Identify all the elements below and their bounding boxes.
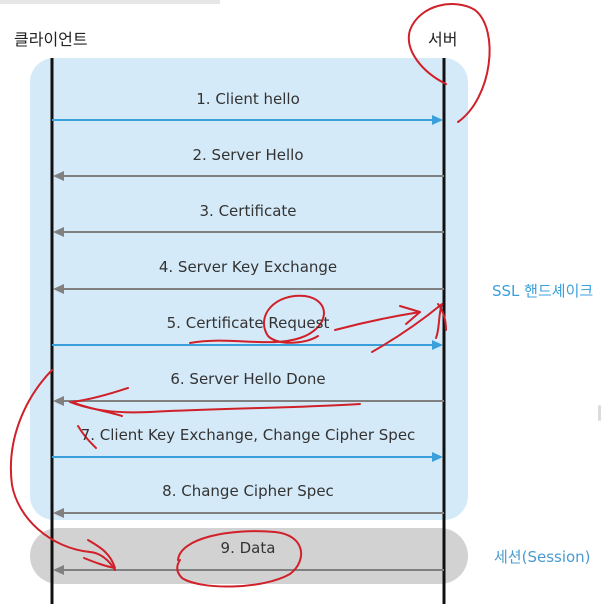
annotation-request-arrow	[334, 311, 421, 331]
message-arrowhead-4	[53, 284, 64, 294]
message-label-4: 4. Server Key Exchange	[158, 258, 338, 276]
session-zone-label: 세션(Session)	[494, 548, 591, 566]
message-arrowhead-8	[53, 508, 64, 518]
message-label-7: 7. Client Key Exchange, Change Cipher Sp…	[80, 426, 416, 444]
message-arrowhead-9	[53, 565, 64, 575]
message-arrowhead-7	[432, 452, 443, 462]
message-arrows	[52, 115, 444, 575]
annotation-server-check	[371, 303, 443, 353]
message-arrowhead-2	[53, 171, 64, 181]
annotation-request-arrowhead	[399, 305, 421, 325]
client-label: 클라이언트	[14, 30, 88, 49]
message-arrowhead-3	[53, 227, 64, 237]
server-label: 서버	[428, 30, 458, 49]
annotation-hello-done-head	[71, 387, 129, 417]
annotation-data-loop	[176, 530, 303, 588]
annotation-left-curve-head	[83, 539, 116, 569]
message-arrowhead-6	[53, 396, 64, 406]
handwritten-annotations	[10, 3, 491, 588]
message-arrowhead-1	[432, 115, 443, 125]
top-edge-strip	[0, 0, 220, 4]
annotation-server-check-tail	[437, 303, 447, 331]
message-label-8: 8. Change Cipher Spec	[162, 482, 334, 500]
annotation-request-loop	[189, 294, 325, 344]
edge-mark	[598, 405, 601, 421]
handshake-zone-label: SSL 핸드셰이크	[492, 282, 594, 300]
message-label-1: 1. Client hello	[196, 90, 300, 108]
message-label-5: 5. Certificate Request	[166, 314, 330, 332]
annotation-left-curve	[10, 369, 116, 571]
annotation-server-loop	[407, 3, 491, 123]
message-label-2: 2. Server Hello	[192, 146, 304, 164]
message-label-3: 3. Certificate	[199, 202, 297, 220]
annotation-client-key-tick	[77, 425, 97, 449]
message-label-9: 9. Data	[220, 539, 276, 557]
message-label-6: 6. Server Hello Done	[170, 370, 326, 388]
message-arrowhead-5	[432, 340, 443, 350]
